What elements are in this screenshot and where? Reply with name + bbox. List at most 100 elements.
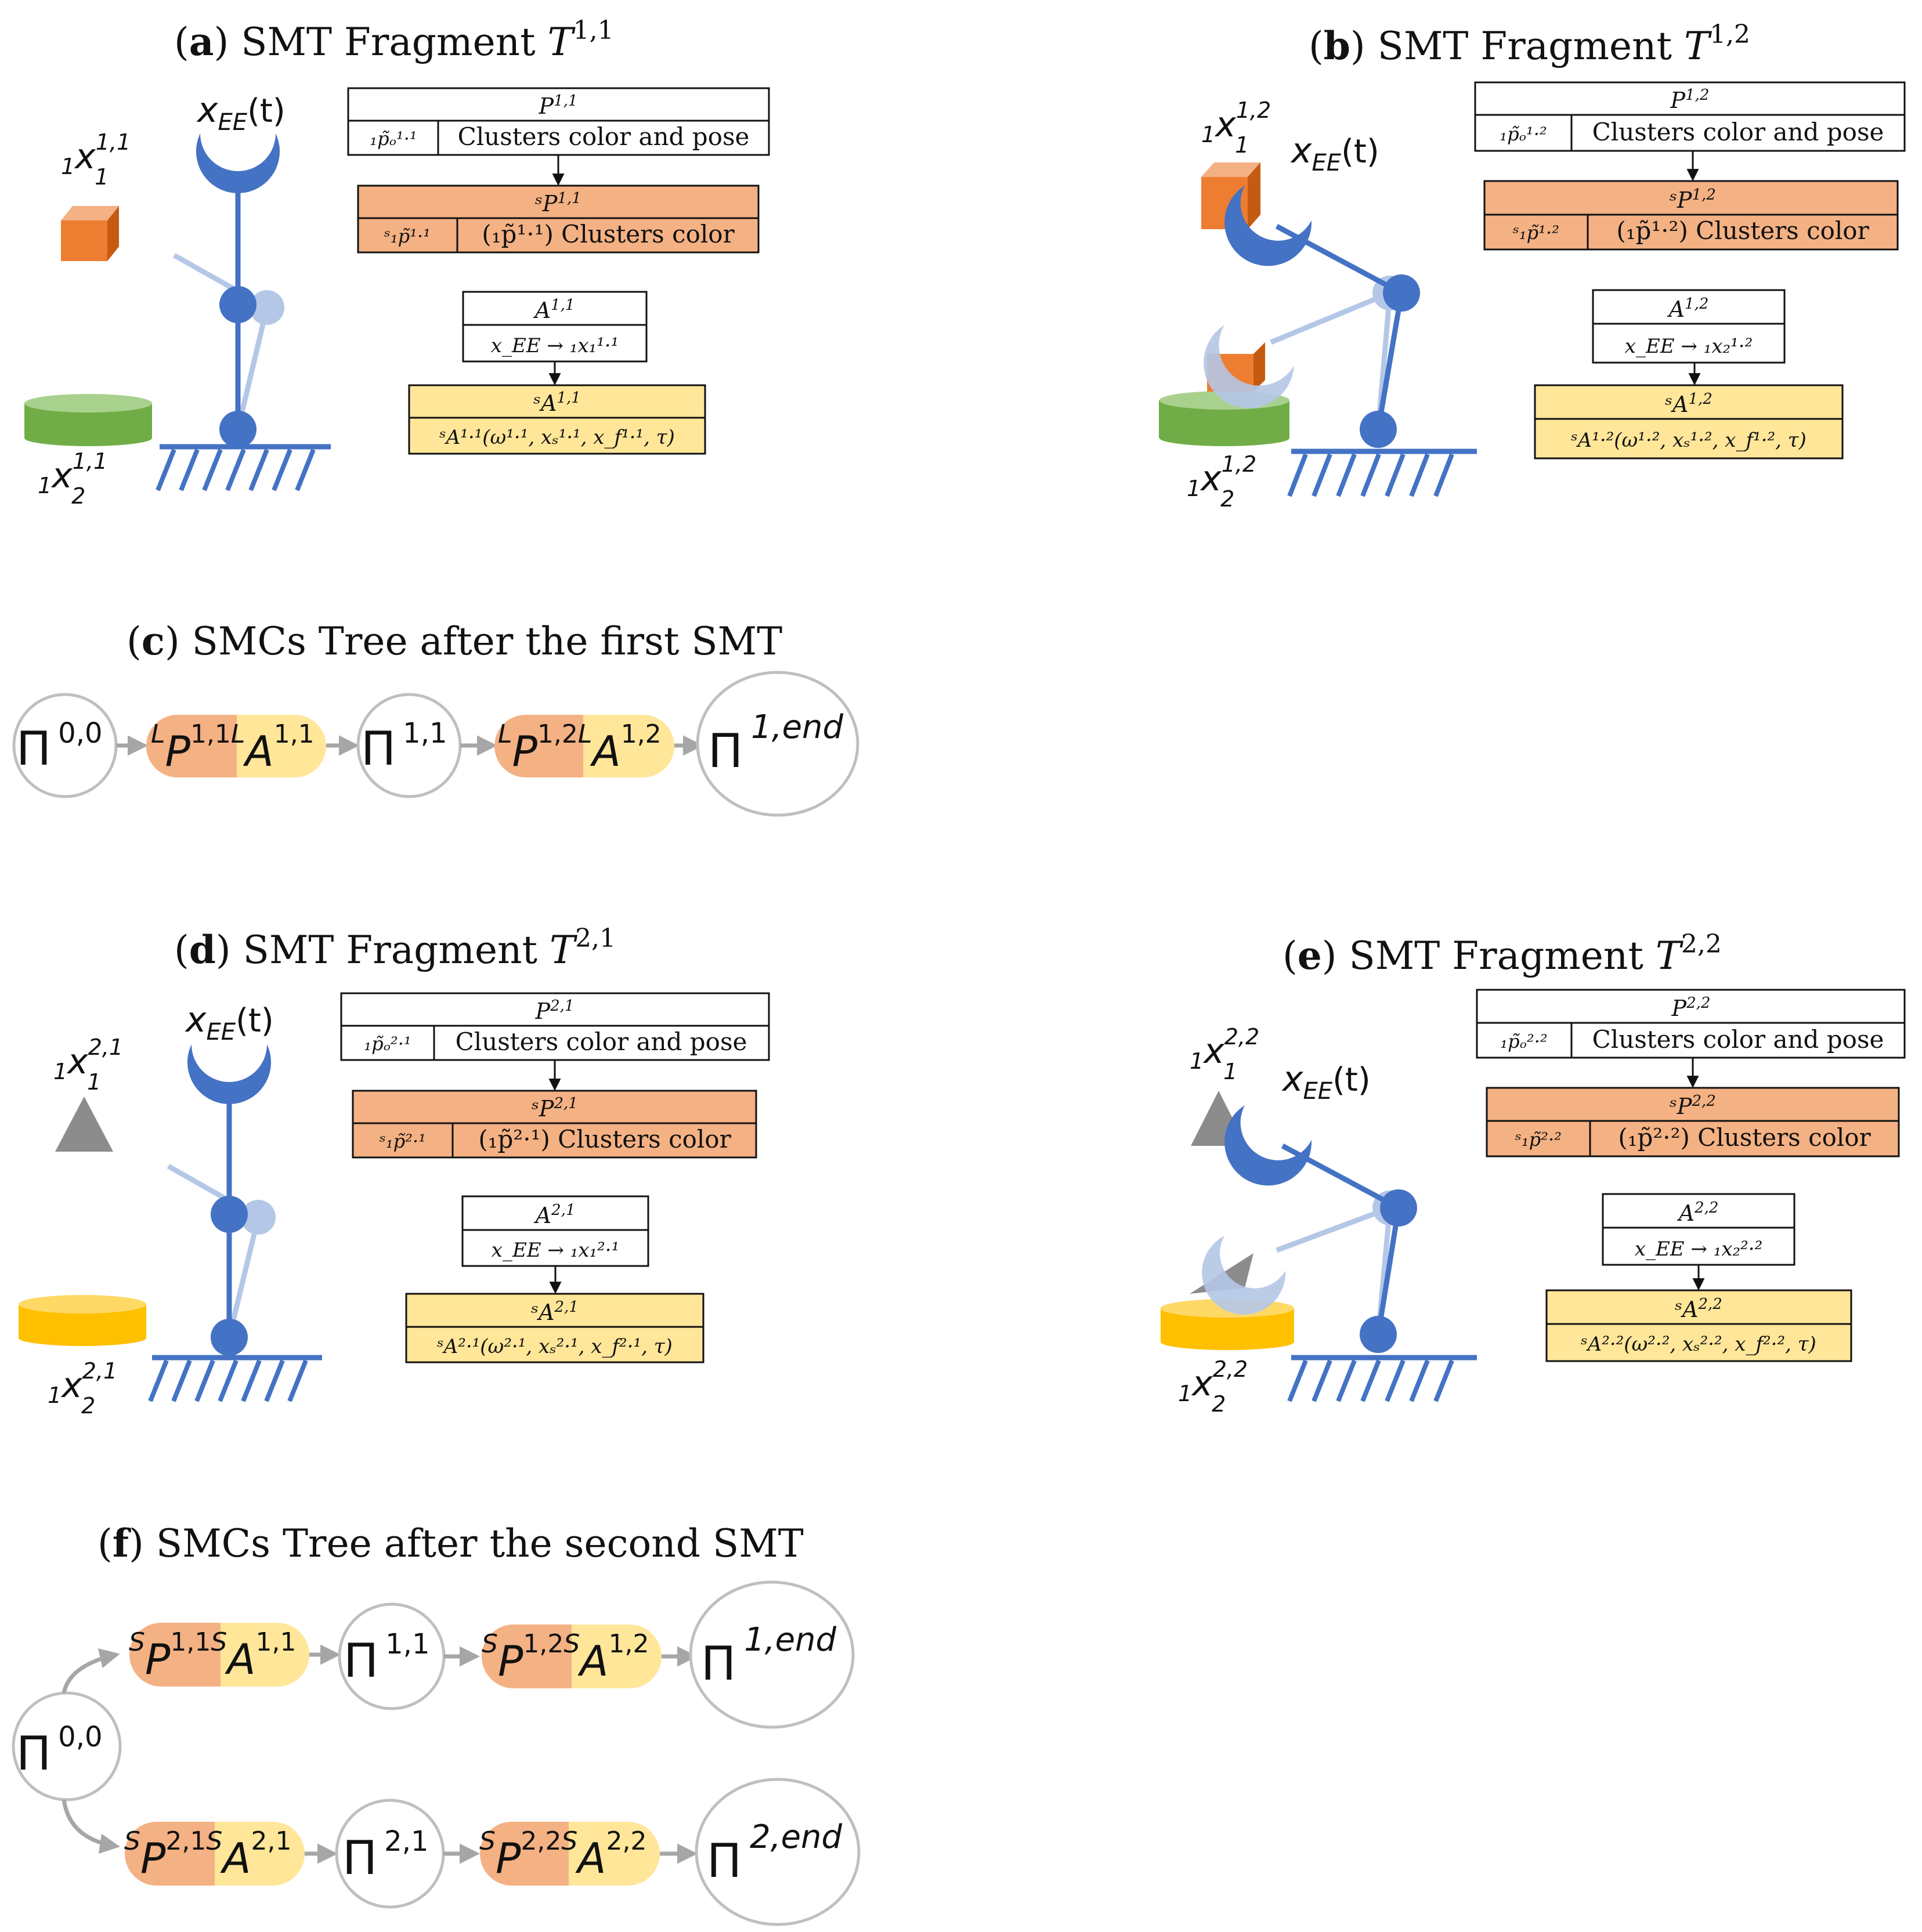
panel-a-title: (a) SMT Fragment T1,1 — [174, 16, 614, 64]
link-upper — [1275, 224, 1403, 295]
action-header: A1,2 — [1667, 295, 1709, 322]
svg-text:Π0,0: Π0,0 — [16, 1721, 103, 1781]
panel-d-title: (d) SMT Fragment T2,1 — [174, 924, 616, 972]
perception-header: P2,2 — [1671, 994, 1711, 1021]
sp-cell-desc: (₁p̃¹·²) Clusters color — [1616, 216, 1869, 245]
svg-text:Π2,1: Π2,1 — [342, 1825, 429, 1885]
gray-cone-icon — [55, 1097, 113, 1152]
svg-text:SP1,2SA1,2: SP1,2SA1,2 — [482, 1629, 649, 1685]
symbolic-perception-box: ˢP1,2 ˢ₁p̃¹·² (₁p̃¹·²) Clusters color — [1483, 180, 1899, 251]
sp-header: ˢP1,1 — [535, 190, 581, 216]
svg-text:SP1,1SA1,1: SP1,1SA1,1 — [129, 1627, 297, 1684]
sp-header: ˢP1,2 — [1670, 186, 1716, 213]
svg-text:Π1,end: Π1,end — [708, 708, 844, 778]
svg-text:LP1,2LA1,2: LP1,2LA1,2 — [498, 719, 662, 776]
base-joint — [1360, 411, 1397, 448]
sa-row: ˢA¹·¹(ω¹·¹, xₛ¹·¹, x_f¹·¹, τ) — [439, 426, 675, 449]
symbolic-action-box: ˢA1,2 ˢA¹·²(ω¹·², xₛ¹·², x_f¹·², τ) — [1534, 384, 1844, 460]
action-row: x_EE → ₁x₁¹·¹ — [491, 334, 619, 357]
ghost-link-upper — [1270, 290, 1391, 345]
ghost-link-lower — [226, 1216, 261, 1338]
gripper-icon — [1224, 186, 1312, 266]
ghost-gripper-icon — [1204, 325, 1294, 408]
action-header: A2,1 — [534, 1202, 576, 1228]
base-joint — [211, 1319, 248, 1356]
svg-text:Π1,1: Π1,1 — [344, 1628, 430, 1688]
sp-cell-symbol: ˢ₁p̃²·¹ — [380, 1130, 426, 1152]
action-header: A2,2 — [1677, 1199, 1719, 1226]
perception-cell-symbol: ₁p̃ₒ¹·² — [1500, 123, 1547, 145]
smc-edge: SP2,1SA2,1 — [124, 1822, 305, 1886]
perception-box: P2,2 ₁p̃ₒ²·² Clusters color and pose — [1476, 989, 1906, 1059]
svg-text:Π2,end: Π2,end — [707, 1818, 843, 1888]
sp-cell-symbol: ˢ₁p̃¹·¹ — [384, 225, 431, 247]
ghost-gripper-icon — [1202, 1236, 1286, 1315]
robot-arm — [19, 1044, 322, 1402]
elbow-joint — [211, 1196, 248, 1233]
perception-box: P1,2 ₁p̃ₒ¹·² Clusters color and pose — [1474, 81, 1906, 152]
smc-edge: LP1,1LA1,1 — [146, 715, 326, 777]
ghost-gripper-icon — [116, 1121, 193, 1196]
sp-header: ˢP2,1 — [532, 1095, 578, 1121]
smc-edge: LP1,2LA1,2 — [494, 715, 674, 777]
panel-a: (a) SMT Fragment T1,1 — [24, 16, 770, 509]
ee-label: xEE(t) — [1290, 131, 1379, 176]
panel-e: (e) SMT Fragment T2,2 xEE(t) 1x2, — [1161, 929, 1906, 1417]
smc-edge: SP2,2SA2,2 — [479, 1822, 660, 1886]
sp-cell-desc: (₁p̃²·¹) Clusters color — [478, 1125, 731, 1153]
sa-header: ˢA1,1 — [533, 389, 581, 416]
sp-cell-desc: (₁p̃²·²) Clusters color — [1618, 1123, 1871, 1152]
gripper-icon — [187, 1044, 271, 1104]
symbolic-perception-box: ˢP2,2 ˢ₁p̃²·² (₁p̃²·²) Clusters color — [1486, 1087, 1900, 1157]
perception-cell-symbol: ₁p̃ₒ²·¹ — [364, 1033, 411, 1055]
sa-header: ˢA1,2 — [1665, 390, 1713, 417]
perception-header: P2,1 — [535, 997, 575, 1024]
ee-label: xEE(t) — [1281, 1059, 1371, 1105]
base-joint — [219, 411, 256, 448]
action-row: x_EE → ₁x₂¹·² — [1625, 335, 1753, 358]
perception-cell-desc: Clusters color and pose — [1592, 1025, 1884, 1054]
ground-hatch — [1287, 453, 1454, 497]
yellow-disc-icon — [19, 1295, 146, 1346]
base-joint — [1360, 1316, 1397, 1353]
perception-cell-desc: Clusters color and pose — [456, 1027, 747, 1056]
ghost-joint — [250, 290, 284, 325]
symbolic-action-box: ˢA2,2 ˢA²·²(ω²·², xₛ²·², x_f²·², τ) — [1545, 1289, 1852, 1362]
yellow-disc-icon — [1161, 1299, 1294, 1350]
symbolic-perception-box: ˢP1,1 ˢ₁p̃¹·¹ (₁p̃¹·¹) Clusters color — [357, 184, 760, 254]
action-box: A2,2 x_EE → ₁x₂²·² — [1602, 1193, 1795, 1266]
ghost-joint — [241, 1200, 276, 1235]
action-box: A2,1 x_EE → ₁x₁²·¹ — [461, 1195, 649, 1267]
action-row: x_EE → ₁x₁²·¹ — [492, 1239, 619, 1262]
green-disc-icon — [1159, 391, 1289, 446]
sp-cell-symbol: ˢ₁p̃²·² — [1515, 1128, 1562, 1150]
smc-edge: SP1,1SA1,1 — [129, 1623, 309, 1687]
smc-edge: SP1,2SA1,2 — [482, 1625, 662, 1688]
orange-cube-icon — [61, 206, 119, 261]
action-row: x_EE → ₁x₂²·² — [1635, 1238, 1762, 1261]
perception-header: P1,1 — [539, 92, 578, 119]
branch-arrow-upper — [62, 1648, 120, 1694]
sp-header: ˢP2,2 — [1670, 1092, 1716, 1119]
perception-cell-desc: Clusters color and pose — [1592, 118, 1884, 146]
symbolic-perception-box: ˢP2,1 ˢ₁p̃²·¹ (₁p̃²·¹) Clusters color — [352, 1090, 757, 1159]
svg-text:Π0,0: Π0,0 — [16, 717, 103, 776]
panel-e-title: (e) SMT Fragment T2,2 — [1282, 929, 1722, 978]
sa-row: ˢA²·¹(ω²·¹, xₛ²·¹, x_f²·¹, τ) — [437, 1335, 673, 1358]
action-box: A1,2 x_EE → ₁x₂¹·² — [1592, 289, 1786, 364]
sa-row: ˢA²·²(ω²·², xₛ²·², x_f²·², τ) — [1581, 1333, 1816, 1356]
ee-label: xEE(t) — [196, 90, 286, 136]
